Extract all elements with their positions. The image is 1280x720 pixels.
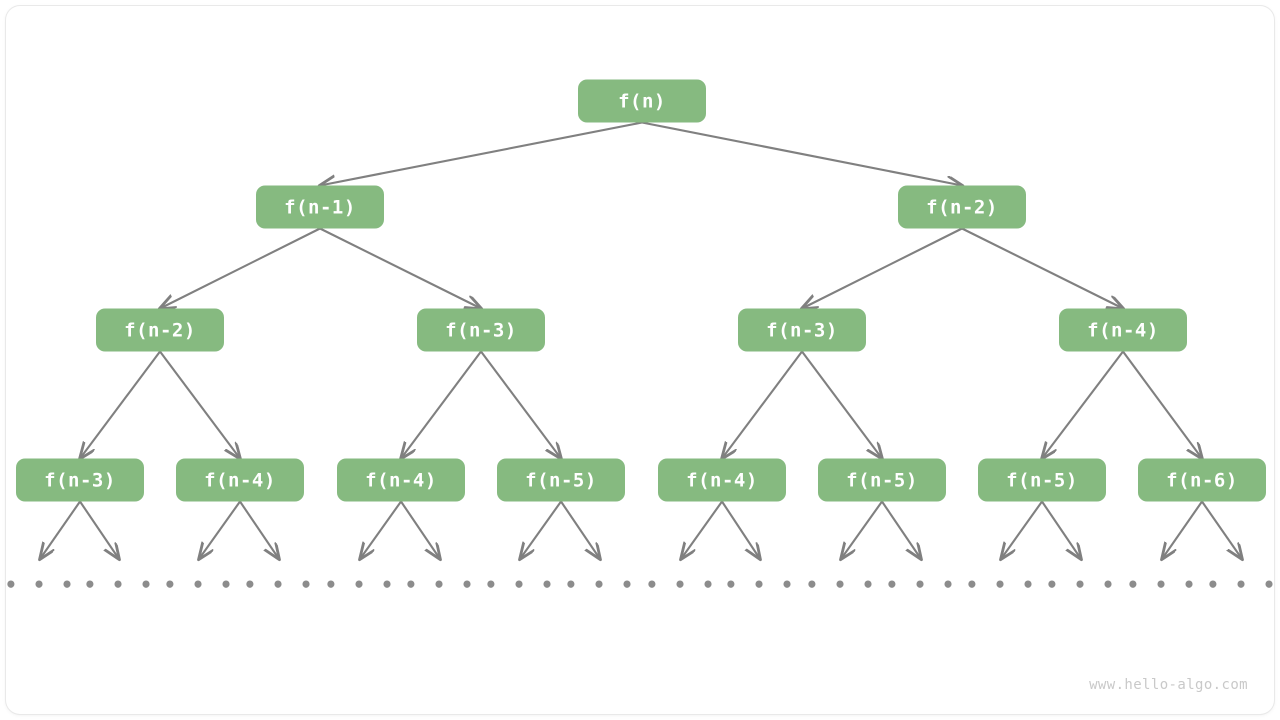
tree-edge (480, 350, 561, 459)
ellipsis-label: • • • (725, 573, 795, 597)
tree-node-label: f(n-6) (1166, 470, 1238, 492)
nodes-layer: f(n) f(n-1) f(n-2) f(n-2) f(n-3) f(n-3) f(n-4)… (16, 79, 1266, 502)
tree-node[interactable]: f(n-3) (417, 308, 545, 352)
tree-edge-to-ellipsis (1201, 500, 1242, 560)
ellipsis-label: • • • (966, 573, 1036, 597)
tree-node-box (176, 458, 304, 502)
tree-edge (80, 350, 161, 459)
tree-node-label: f(n-3) (44, 470, 116, 492)
tree-node[interactable]: f(n-5) (818, 458, 946, 502)
edges-layer (40, 121, 1242, 560)
tree-node-label: f(n-3) (445, 320, 517, 342)
ellipsis-label: • • • (1207, 573, 1274, 597)
tree-edge-to-ellipsis (681, 500, 723, 560)
tree-node-box (16, 458, 144, 502)
tree-node[interactable]: f(n-5) (978, 458, 1106, 502)
tree-node[interactable]: f(n-4) (658, 458, 786, 502)
tree-edge-to-ellipsis (199, 500, 241, 560)
tree-edge-to-ellipsis (1041, 500, 1081, 560)
ellipsis-label: • • • (6, 573, 75, 597)
tree-edge (722, 350, 803, 459)
tree-edge-to-ellipsis (1001, 500, 1043, 560)
ellipsis-layer: • • • • • • • • • • • • • • • • • • • • • • • •… (6, 573, 1274, 597)
tree-node-box (818, 458, 946, 502)
tree-node-label: f(n-2) (926, 197, 998, 219)
tree-node-label: f(n-1) (284, 197, 356, 219)
ellipsis-label: • • • (1127, 573, 1197, 597)
tree-edge (1042, 350, 1124, 459)
tree-edge (159, 350, 240, 459)
tree-node-box (256, 185, 384, 229)
ellipsis-label: • • • (565, 573, 635, 597)
tree-node-label: f(n-5) (525, 470, 597, 492)
tree-edge-to-ellipsis (40, 500, 81, 560)
tree-edge (641, 121, 962, 186)
tree-node-label: f(n-4) (1087, 320, 1159, 342)
tree-node-box (658, 458, 786, 502)
tree-node-label: f(n-4) (204, 470, 276, 492)
ellipsis-label: • • • (405, 573, 475, 597)
tree-node-box (898, 185, 1026, 229)
tree-node-label: f(n-3) (766, 320, 838, 342)
tree-node[interactable]: f(n-3) (738, 308, 866, 352)
ellipsis-label: • • • (164, 573, 234, 597)
ellipsis-label: • • • (1046, 573, 1116, 597)
ellipsis-label: • • • (485, 573, 555, 597)
ellipsis-label: • • • (84, 573, 154, 597)
tree-edge (1122, 350, 1202, 459)
tree-edge-to-ellipsis (520, 500, 562, 560)
diagram-canvas: f(n) f(n-1) f(n-2) f(n-2) f(n-3) f(n-3) f(n-4)… (6, 6, 1274, 714)
tree-node-label: f(n-5) (1006, 470, 1078, 492)
tree-node[interactable]: f(n-3) (16, 458, 144, 502)
tree-edge (802, 227, 963, 309)
tree-edge (961, 227, 1123, 309)
tree-node-box (1059, 308, 1187, 352)
tree-edge (319, 227, 481, 309)
tree-node-label: f(n-2) (124, 320, 196, 342)
tree-node-box (738, 308, 866, 352)
tree-node[interactable]: f(n-1) (256, 185, 384, 229)
tree-node-box (578, 79, 706, 123)
tree-node[interactable]: f(n-6) (1138, 458, 1266, 502)
tree-edge-to-ellipsis (881, 500, 921, 560)
tree-edge-to-ellipsis (79, 500, 119, 560)
tree-node[interactable]: f(n) (578, 79, 706, 123)
tree-edge (160, 227, 321, 309)
tree-node-box (497, 458, 625, 502)
tree-edge-to-ellipsis (1162, 500, 1203, 560)
tree-edge-to-ellipsis (721, 500, 760, 560)
tree-node-box (96, 308, 224, 352)
ellipsis-label: • • • (806, 573, 876, 597)
recursion-tree-svg: f(n) f(n-1) f(n-2) f(n-2) f(n-3) f(n-3) f(n-4)… (6, 79, 1274, 693)
tree-edge (320, 121, 643, 186)
tree-edge-to-ellipsis (400, 500, 440, 560)
ellipsis-label: • • • (244, 573, 314, 597)
tree-edge-to-ellipsis (239, 500, 279, 560)
tree-node[interactable]: f(n-5) (497, 458, 625, 502)
tree-edge-to-ellipsis (360, 500, 402, 560)
tree-edge-to-ellipsis (841, 500, 883, 560)
ellipsis-label: • • • (646, 573, 716, 597)
tree-edge (401, 350, 482, 459)
tree-node[interactable]: f(n-4) (1059, 308, 1187, 352)
tree-node-box (337, 458, 465, 502)
ellipsis-label: • • • (886, 573, 956, 597)
tree-node-label: f(n-5) (846, 470, 918, 492)
ellipsis-label: • • • (325, 573, 395, 597)
tree-node-box (1138, 458, 1266, 502)
tree-node-label: f(n) (618, 91, 666, 113)
tree-node-box (417, 308, 545, 352)
tree-node[interactable]: f(n-2) (96, 308, 224, 352)
watermark-label: www.hello-algo.com (1089, 677, 1248, 693)
tree-node[interactable]: f(n-2) (898, 185, 1026, 229)
tree-node-box (978, 458, 1106, 502)
tree-node-label: f(n-4) (365, 470, 437, 492)
tree-edge (801, 350, 882, 459)
tree-node[interactable]: f(n-4) (176, 458, 304, 502)
tree-node-label: f(n-4) (686, 470, 758, 492)
tree-edge-to-ellipsis (560, 500, 600, 560)
tree-node[interactable]: f(n-4) (337, 458, 465, 502)
